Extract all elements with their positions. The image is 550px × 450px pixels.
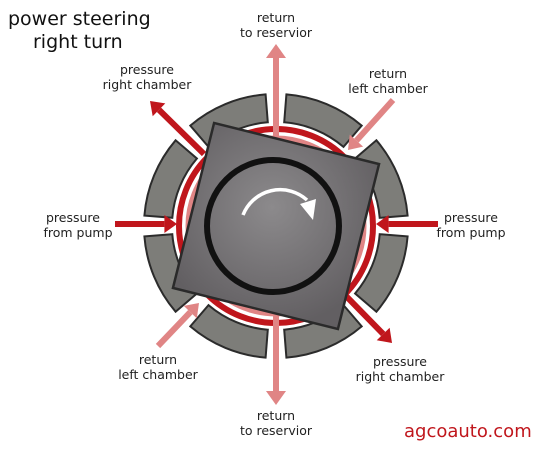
label-return-left-chamber-lower: return left chamber: [118, 352, 198, 382]
housing-segments: [143, 93, 409, 359]
label-text: left chamber: [118, 367, 198, 382]
label-text: to reservior: [240, 423, 313, 438]
label-pressure-from-pump-left: pressure from pump: [43, 210, 112, 240]
label-text: right chamber: [356, 369, 446, 384]
label-pressure-right-chamber-lower: pressure right chamber: [356, 354, 446, 384]
housing-segment: [143, 233, 199, 314]
label-return-bottom: return to reservior: [240, 408, 313, 438]
label-text: return: [257, 10, 295, 25]
valve-rotor: [171, 121, 381, 331]
label-text: pressure: [373, 354, 427, 369]
label-text: return: [139, 352, 177, 367]
label-text: left chamber: [348, 81, 428, 96]
label-return-top: return to reservior: [240, 10, 313, 40]
arrow-return-left-chamber-upper: [348, 97, 396, 150]
label-pressure-from-pump-right: pressure from pump: [436, 210, 505, 240]
arrow-return-left-chamber-lower: [155, 303, 199, 349]
arrow-pressure-from-pump-right: [376, 215, 438, 233]
arrow-pressure-right-chamber-lower: [343, 293, 392, 343]
label-text: return: [257, 408, 295, 423]
label-text: pressure: [444, 210, 498, 225]
label-pressure-right-chamber-upper: pressure right chamber: [103, 62, 193, 92]
housing-segment: [353, 138, 409, 219]
diagram-title-line1: power steering: [8, 8, 151, 30]
rotor-ring: [204, 157, 342, 295]
label-text: return: [369, 66, 407, 81]
flow-arrows: [115, 44, 438, 405]
label-return-left-chamber-upper: return left chamber: [348, 66, 428, 96]
diagram-title-line2: right turn: [33, 31, 123, 53]
watermark: agcoauto.com: [404, 421, 532, 442]
arrow-return-top: [266, 44, 286, 138]
clockwise-arrow-icon: [241, 187, 316, 220]
label-text: pressure: [46, 210, 100, 225]
label-text: pressure: [120, 62, 174, 77]
arrow-pressure-right-chamber-upper: [150, 101, 207, 157]
arrow-pressure-from-pump-left: [115, 215, 177, 233]
arrow-return-bottom: [266, 314, 286, 405]
housing-segment: [283, 93, 364, 149]
housing-segment: [188, 93, 269, 149]
housing-segment: [143, 138, 199, 219]
label-text: from pump: [43, 225, 112, 240]
housing-segment: [188, 303, 269, 359]
housing-segment: [283, 303, 364, 359]
label-text: from pump: [436, 225, 505, 240]
label-text: right chamber: [103, 77, 193, 92]
housing-segment: [353, 233, 409, 314]
label-text: to reservior: [240, 25, 313, 40]
